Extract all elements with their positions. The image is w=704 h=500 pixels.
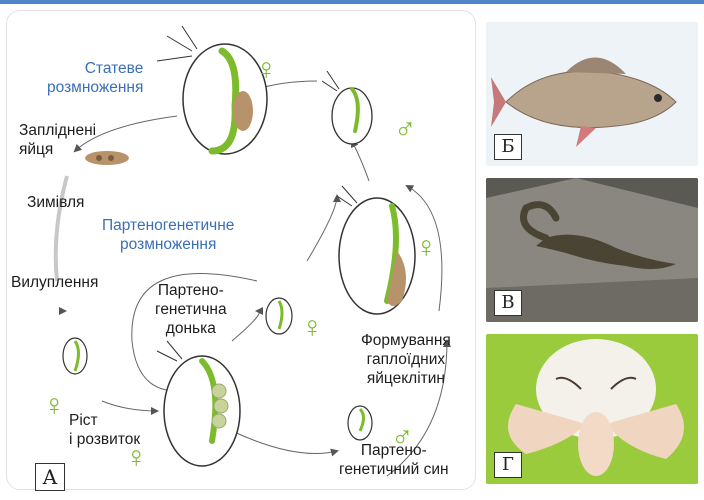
female-symbol: ♀ — [415, 233, 438, 263]
panel-tag-a: А — [35, 463, 65, 491]
label-hatching: Вилуплення — [11, 273, 98, 292]
daphnia-son — [348, 406, 372, 440]
daphnia-male-top — [322, 71, 372, 144]
photo-tag-b: Б — [494, 134, 522, 160]
label-haploid-eggs: Формування гаплоїдних яйцеклітин — [361, 331, 451, 388]
label-parthenogenetic-daughter: Партено- генетична донька — [155, 281, 227, 338]
female-symbol: ♀ — [125, 443, 148, 473]
label-parthenogenetic-reproduction: Партеногенетичне розмноження — [102, 216, 234, 254]
male-symbol: ♂ — [391, 423, 414, 453]
photo-tag-v: В — [494, 290, 522, 316]
daphnia-female-top — [157, 26, 267, 154]
photo-moth: Г — [486, 334, 698, 484]
label-overwinter: Зимівля — [27, 193, 84, 212]
female-symbol: ♀ — [43, 391, 66, 421]
photo-fish: Б — [486, 22, 698, 166]
label-fertilized-eggs: Запліднені яйця — [19, 121, 96, 159]
daphnia-female-center — [157, 341, 240, 466]
photo-lizard: В — [486, 178, 698, 322]
male-symbol: ♂ — [394, 115, 417, 145]
female-symbol: ♀ — [255, 55, 278, 85]
daphnia-daughter — [266, 298, 292, 334]
top-accent-bar — [0, 0, 704, 4]
photo-tag-g: Г — [494, 452, 522, 478]
life-cycle-diagram: Статеве розмноження Запліднені яйця Зимі… — [6, 10, 476, 490]
label-sexual-reproduction: Статеве розмноження — [47, 59, 143, 97]
female-symbol: ♀ — [301, 313, 324, 343]
daphnia-female-right — [337, 186, 415, 314]
daphnia-juvenile — [63, 338, 87, 374]
